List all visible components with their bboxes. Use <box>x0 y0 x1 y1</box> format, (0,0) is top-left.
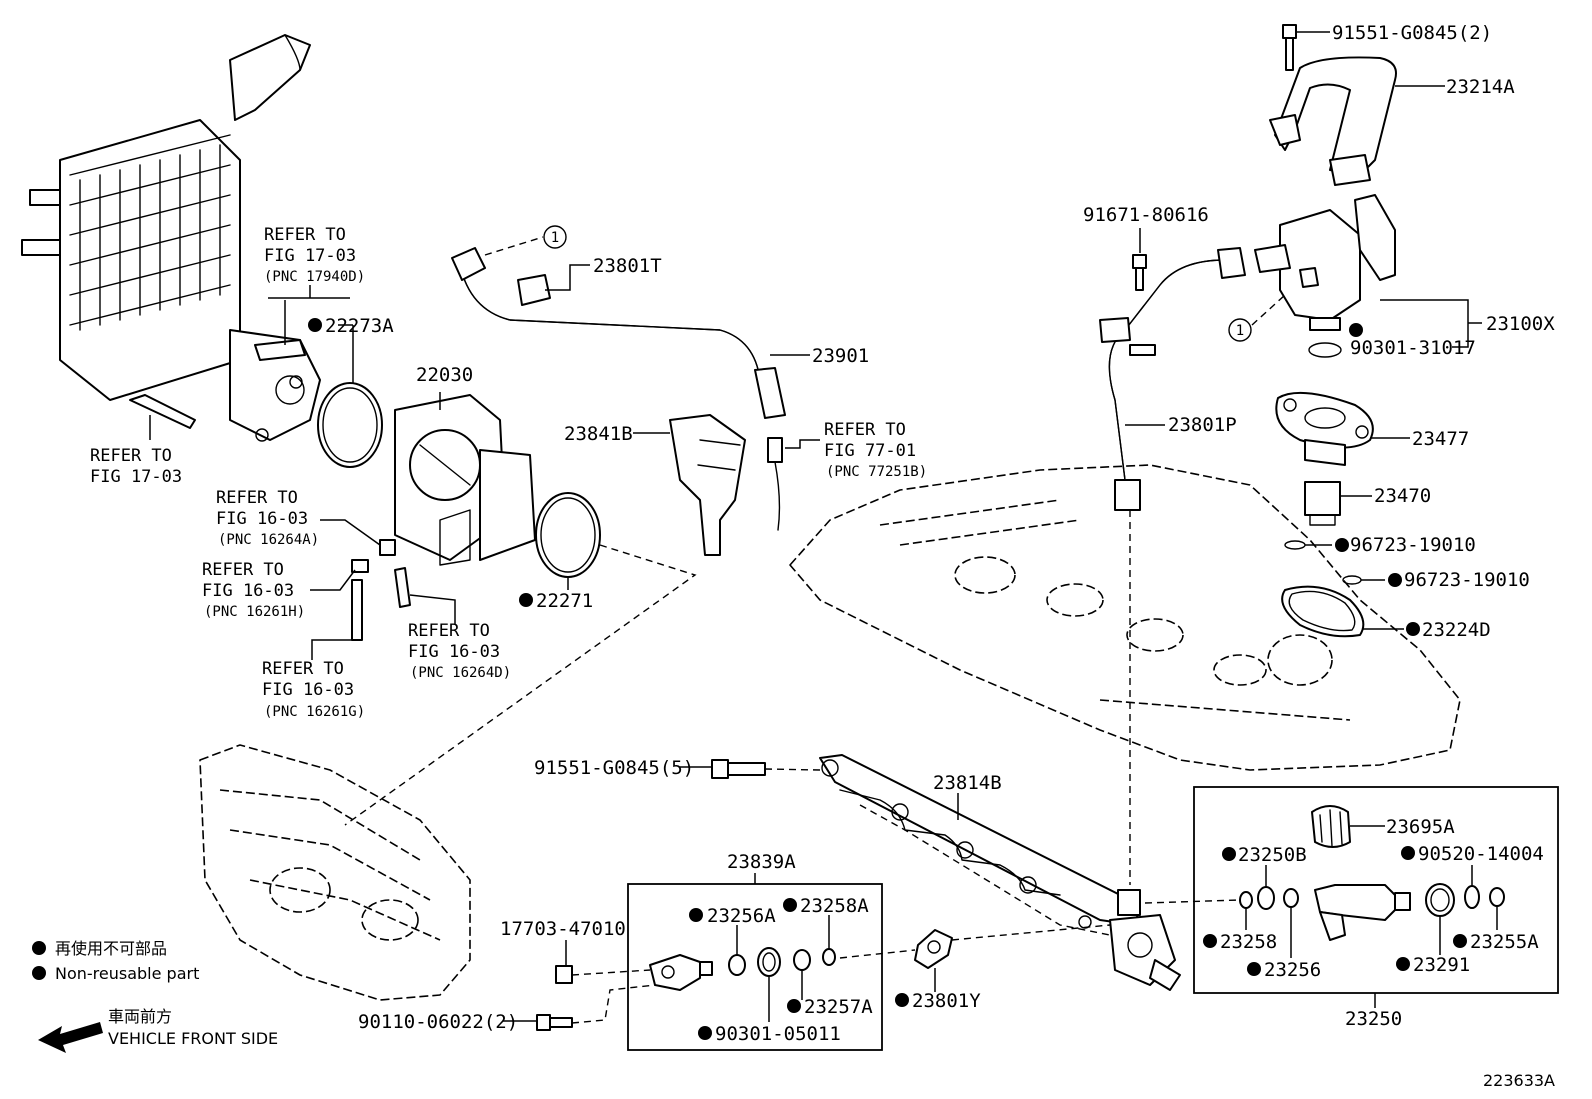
label-23814b[interactable]: 23814B <box>933 772 1002 794</box>
label-23257a[interactable]: 23257A <box>804 996 873 1018</box>
legend-front-en: VEHICLE FRONT SIDE <box>108 1029 278 1048</box>
vehicle-front-arrow-icon <box>38 1022 103 1053</box>
label-23250b[interactable]: 23250B <box>1238 844 1307 866</box>
refer-fig-77-01-pnc-77251b[interactable]: REFER TO FIG 77-01 (PNC 77251B) <box>824 420 927 480</box>
svg-text:FIG 17-03: FIG 17-03 <box>90 467 182 487</box>
svg-text:(PNC 16264D): (PNC 16264D) <box>410 665 511 681</box>
label-23477[interactable]: 23477 <box>1412 428 1469 450</box>
part-labels: 91551-G0845(2) 23214A 91671-80616 23100X… <box>325 22 1555 1045</box>
kit-23250-box <box>1193 786 1559 994</box>
legend: 再使用不可部品 Non-reusable part 車両前方 VEHICLE F… <box>38 939 278 1053</box>
legend-non-reusable-en: Non-reusable part <box>55 964 199 983</box>
label-23801p[interactable]: 23801P <box>1168 414 1237 436</box>
label-23256a[interactable]: 23256A <box>707 905 776 927</box>
label-23901[interactable]: 23901 <box>812 345 869 367</box>
svg-text:REFER TO: REFER TO <box>824 420 906 440</box>
label-23224d[interactable]: 23224D <box>1422 619 1491 641</box>
svg-text:REFER TO: REFER TO <box>264 225 346 245</box>
label-23258a[interactable]: 23258A <box>800 895 869 917</box>
label-23695a[interactable]: 23695A <box>1386 816 1455 838</box>
label-23250[interactable]: 23250 <box>1345 1008 1402 1030</box>
svg-text:REFER TO: REFER TO <box>408 621 490 641</box>
refer-fig-16-03-pnc-16261h[interactable]: REFER TO FIG 16-03 (PNC 16261H) <box>202 560 305 620</box>
connection-marker-b: 1 <box>1236 323 1244 339</box>
label-23256[interactable]: 23256 <box>1264 959 1321 981</box>
svg-text:REFER TO: REFER TO <box>90 446 172 466</box>
cylinder-head-drawing <box>199 744 471 1001</box>
svg-text:(PNC 16264A): (PNC 16264A) <box>218 532 319 548</box>
label-23258[interactable]: 23258 <box>1220 931 1277 953</box>
gasket-22273a-drawing <box>317 382 383 468</box>
label-22271[interactable]: 22271 <box>536 590 593 612</box>
svg-text:(PNC 77251B): (PNC 77251B) <box>826 464 927 480</box>
refer-fig-16-03-pnc-16264d[interactable]: REFER TO FIG 16-03 (PNC 16264D) <box>408 621 511 681</box>
refer-fig-16-03-pnc-16261g[interactable]: REFER TO FIG 16-03 (PNC 16261G) <box>262 659 365 720</box>
label-23801y[interactable]: 23801Y <box>912 990 981 1012</box>
svg-text:REFER TO: REFER TO <box>202 560 284 580</box>
label-22030[interactable]: 22030 <box>416 364 473 386</box>
label-22273a[interactable]: 22273A <box>325 315 394 337</box>
label-23841b[interactable]: 23841B <box>564 423 633 445</box>
label-90301-05011[interactable]: 90301-05011 <box>715 1023 841 1045</box>
throttle-body-drawing <box>394 394 536 566</box>
label-90520-14004[interactable]: 90520-14004 <box>1418 843 1544 865</box>
svg-text:REFER TO: REFER TO <box>262 659 344 679</box>
legend-front-jp: 車両前方 <box>108 1007 172 1026</box>
label-96723-19010-a[interactable]: 96723-19010 <box>1350 534 1476 556</box>
gasket-22271-drawing <box>535 492 601 578</box>
svg-text:FIG 16-03: FIG 16-03 <box>216 509 308 529</box>
label-23801t[interactable]: 23801T <box>593 255 662 277</box>
refer-fig-16-03-pnc-16264a[interactable]: REFER TO FIG 16-03 (PNC 16264A) <box>216 488 319 548</box>
svg-text:FIG 16-03: FIG 16-03 <box>408 642 500 662</box>
refer-fig-17-03[interactable]: REFER TO FIG 17-03 <box>90 446 182 487</box>
legend-non-reusable-jp: 再使用不可部品 <box>55 939 167 958</box>
valve-cover-drawing <box>789 464 1461 771</box>
leader-lines <box>149 31 1498 1022</box>
non-reusable-markers <box>32 318 1467 1040</box>
connection-marker-a: 1 <box>551 230 559 246</box>
svg-text:FIG 17-03: FIG 17-03 <box>264 246 356 266</box>
label-23291[interactable]: 23291 <box>1413 954 1470 976</box>
label-23839a[interactable]: 23839A <box>727 851 796 873</box>
intercooler-drawing <box>21 34 321 442</box>
svg-text:(PNC 16261H): (PNC 16261H) <box>204 604 305 620</box>
label-17703-47010[interactable]: 17703-47010 <box>500 918 626 940</box>
label-91551-g0845-5[interactable]: 91551-G0845(5) <box>534 757 694 779</box>
svg-text:(PNC 16261G): (PNC 16261G) <box>264 704 365 720</box>
refer-fig-17-03-pnc-17940d[interactable]: REFER TO FIG 17-03 (PNC 17940D) <box>264 225 365 285</box>
svg-text:FIG 16-03: FIG 16-03 <box>262 680 354 700</box>
reference-labels: REFER TO FIG 17-03 (PNC 17940D) REFER TO… <box>90 225 927 720</box>
label-23214a[interactable]: 23214A <box>1446 76 1515 98</box>
label-91551-g0845-2[interactable]: 91551-G0845(2) <box>1332 22 1492 44</box>
figure-id: 223633A <box>1483 1071 1555 1090</box>
label-96723-19010-b[interactable]: 96723-19010 <box>1404 569 1530 591</box>
svg-text:FIG 16-03: FIG 16-03 <box>202 581 294 601</box>
label-90301-31017[interactable]: 90301-31017 <box>1350 337 1476 359</box>
label-90110-06022-2[interactable]: 90110-06022(2) <box>358 1011 518 1033</box>
svg-text:FIG 77-01: FIG 77-01 <box>824 441 916 461</box>
label-23470[interactable]: 23470 <box>1374 485 1431 507</box>
label-23100x[interactable]: 23100X <box>1486 313 1555 335</box>
svg-text:(PNC 17940D): (PNC 17940D) <box>264 269 365 285</box>
label-23255a[interactable]: 23255A <box>1470 931 1539 953</box>
label-91671-80616[interactable]: 91671-80616 <box>1083 204 1209 226</box>
svg-text:REFER TO: REFER TO <box>216 488 298 508</box>
